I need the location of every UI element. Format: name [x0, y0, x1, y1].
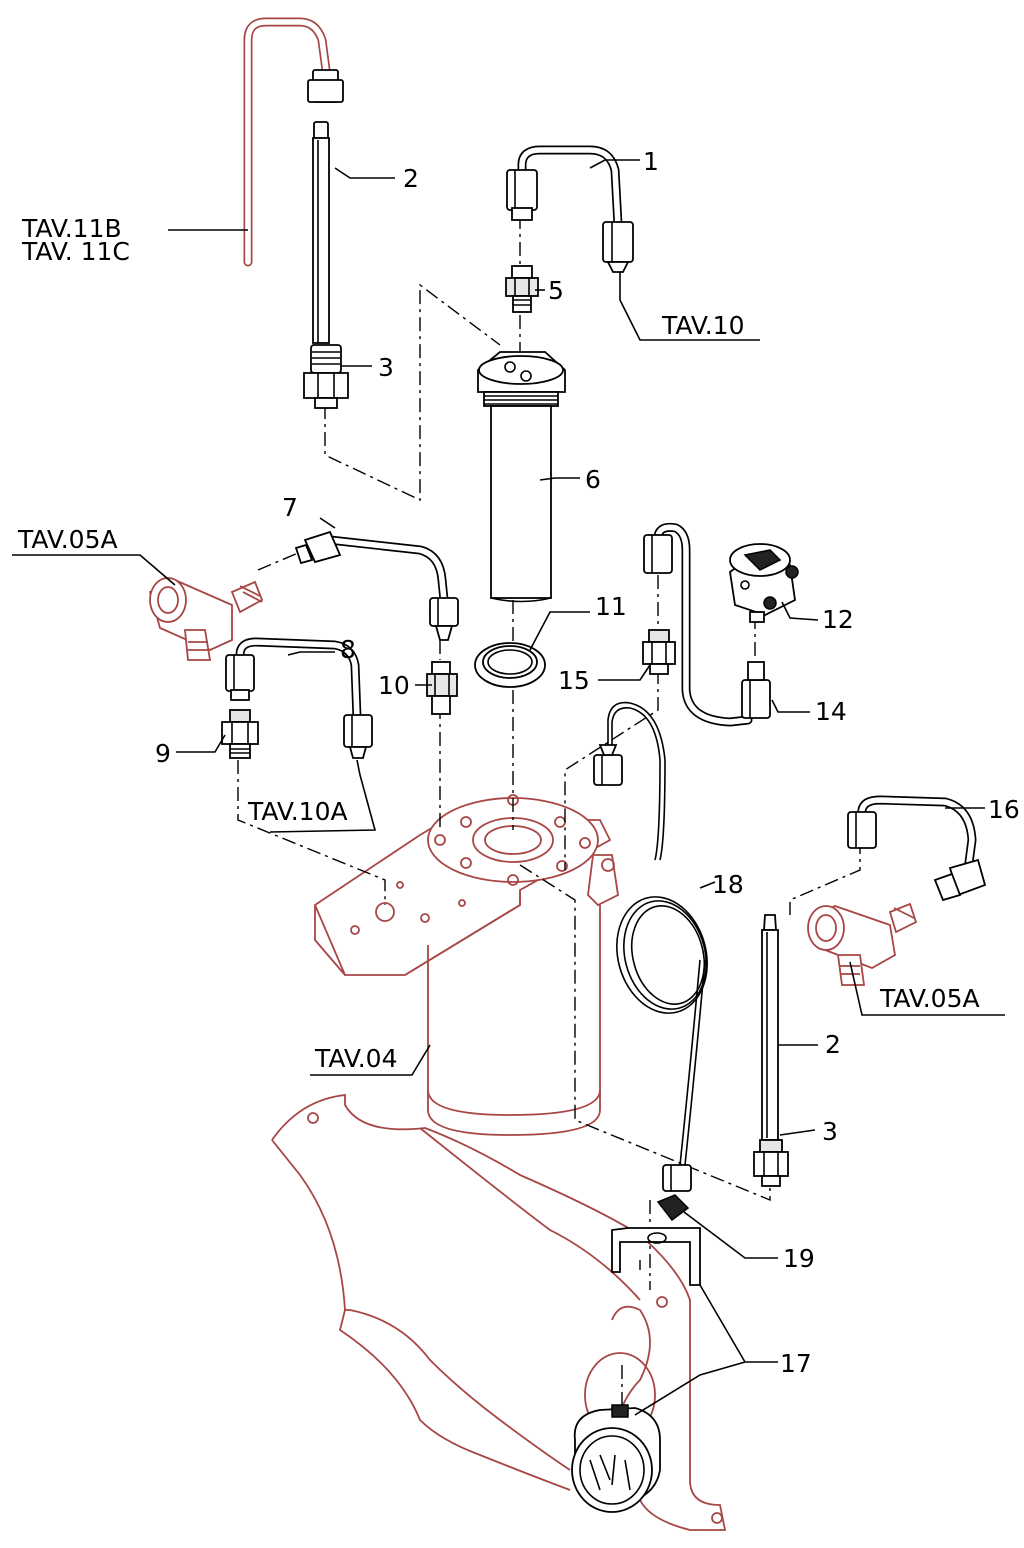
- ref-tav10a: TAV.10A: [247, 797, 348, 826]
- callout-numbers: 1 2 5 3 6 7 11 12 8 10 15 14 9 16 18 2 3…: [155, 147, 1020, 1378]
- part-3-fitting-bottom: [753, 1139, 789, 1187]
- callout-11: 11: [595, 592, 627, 621]
- ref-tav11b: TAV.11B: [21, 214, 122, 243]
- ref-tav11c: TAV. 11C: [21, 237, 130, 266]
- callout-9: 9: [155, 739, 171, 768]
- part-2-tube-bottom: [761, 914, 779, 1141]
- callout-7: 7: [282, 493, 298, 522]
- callout-16: 16: [988, 795, 1020, 824]
- callout-5: 5: [548, 276, 564, 305]
- part-1-pipe: [506, 145, 634, 273]
- reference-assembly-red: [148, 17, 918, 1531]
- part-19-olive: [656, 1194, 690, 1222]
- callout-2-top: 2: [403, 164, 419, 193]
- part-15-fitting: [642, 629, 676, 675]
- ref-tav10: TAV.10: [661, 311, 744, 340]
- ref-tav04: TAV.04: [314, 1044, 397, 1073]
- part-18-capillary: [593, 701, 708, 1192]
- part-10-fitting: [426, 661, 458, 715]
- part-12-pressure-switch: [729, 543, 799, 623]
- reference-labels: TAV.11B TAV. 11C TAV.10 TAV.05A TAV.10A …: [17, 214, 980, 1073]
- callout-1: 1: [643, 147, 659, 176]
- callout-3-bottom: 3: [822, 1117, 838, 1146]
- part-6-cartridge: [477, 351, 566, 603]
- part-2-tube-top: [307, 69, 344, 344]
- callout-2-bottom: 2: [825, 1030, 841, 1059]
- ref-tav05a-left: TAV.05A: [17, 525, 118, 554]
- part-3-fitting-top: [303, 344, 349, 409]
- callout-6: 6: [585, 465, 601, 494]
- part-11-gasket: [474, 642, 546, 688]
- centerlines: [237, 215, 861, 1415]
- part-7-pipe: [294, 530, 459, 641]
- part-5-union: [505, 265, 539, 313]
- leader-lines: [12, 159, 1005, 1416]
- callout-17: 17: [780, 1349, 812, 1378]
- part-16-pipe: [847, 795, 987, 902]
- callout-8: 8: [340, 635, 356, 664]
- callout-19: 19: [783, 1244, 815, 1273]
- callout-12: 12: [822, 605, 854, 634]
- ref-tav05a-right: TAV.05A: [879, 984, 980, 1013]
- part-17-gauge: [571, 1404, 661, 1513]
- part-8-pipe: [225, 637, 373, 759]
- callout-10: 10: [378, 671, 410, 700]
- callout-18: 18: [712, 870, 744, 899]
- part-17-bracket: [611, 1227, 701, 1286]
- callout-3-top: 3: [378, 353, 394, 382]
- callout-15: 15: [558, 666, 590, 695]
- callout-14: 14: [815, 697, 847, 726]
- parts-black: [221, 69, 987, 1513]
- part-14-pipe-assembly: [643, 522, 771, 727]
- part-9-fitting: [221, 709, 259, 759]
